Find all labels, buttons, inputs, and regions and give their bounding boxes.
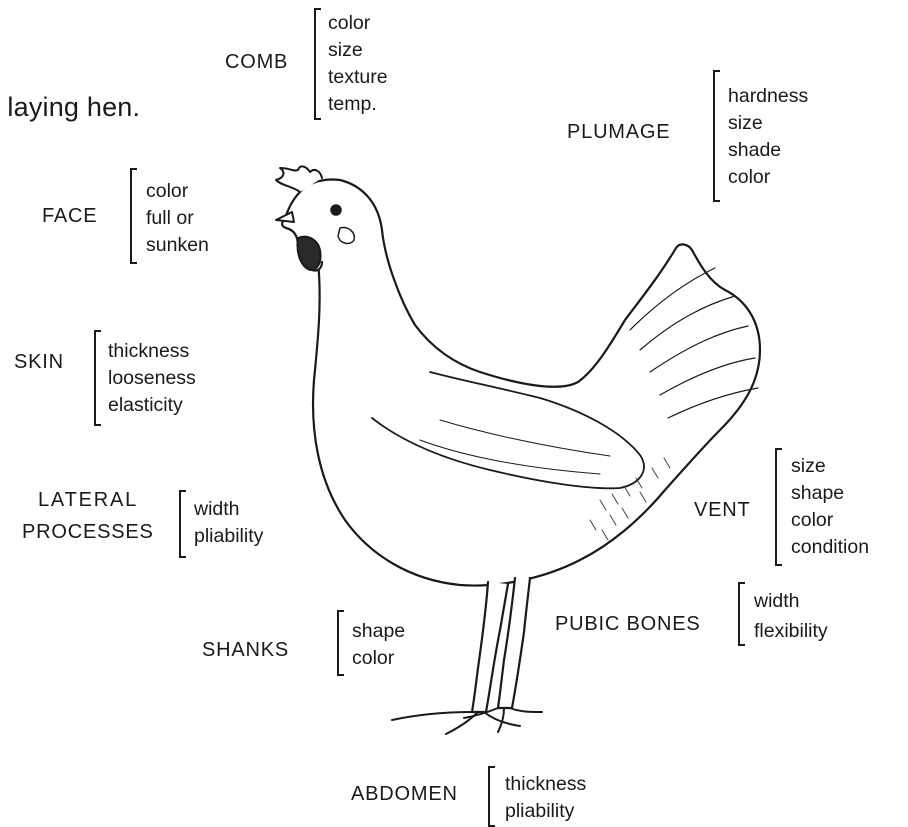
vent-item: size (791, 453, 869, 480)
abdomen-heading: ABDOMEN (351, 784, 458, 804)
skin-item: elasticity (108, 392, 196, 419)
lateral-heading-line1: LATERAL (38, 490, 138, 510)
abdomen-item: pliability (505, 798, 586, 825)
comb-bracket (314, 8, 321, 120)
abdomen-items: thickness pliability (505, 771, 586, 825)
skin-item: looseness (108, 365, 196, 392)
skin-items: thickness looseness elasticity (108, 338, 196, 419)
vent-item: color (791, 507, 869, 534)
abdomen-bracket (488, 766, 495, 827)
face-item: full or (146, 205, 209, 232)
vent-item: shape (791, 480, 869, 507)
vent-bracket (775, 448, 782, 566)
comb-heading: COMB (225, 52, 288, 72)
hen-eye (331, 205, 341, 215)
face-item: color (146, 178, 209, 205)
plumage-item: hardness (728, 83, 808, 110)
comb-item: texture (328, 64, 388, 91)
face-item: sunken (146, 232, 209, 259)
skin-heading: SKIN (14, 352, 64, 372)
comb-items: color size texture temp. (328, 10, 388, 118)
face-bracket (130, 168, 137, 264)
hen-beak (276, 212, 294, 222)
comb-item: temp. (328, 91, 388, 118)
abdomen-item: thickness (505, 771, 586, 798)
hen-body-outline (313, 180, 760, 586)
face-items: color full or sunken (146, 178, 209, 259)
skin-bracket (94, 330, 101, 426)
comb-item: color (328, 10, 388, 37)
comb-item: size (328, 37, 388, 64)
hen-wattle (298, 237, 321, 270)
plumage-item: size (728, 110, 808, 137)
face-heading: FACE (42, 206, 97, 226)
vent-items: size shape color condition (791, 453, 869, 561)
hen-illustration (250, 150, 770, 750)
skin-item: thickness (108, 338, 196, 365)
vent-item: condition (791, 534, 869, 561)
caption-text: y laying hen. (0, 92, 200, 123)
plumage-heading: PLUMAGE (567, 122, 670, 142)
lateral-bracket (179, 490, 186, 558)
lateral-heading-line2: PROCESSES (22, 522, 154, 542)
